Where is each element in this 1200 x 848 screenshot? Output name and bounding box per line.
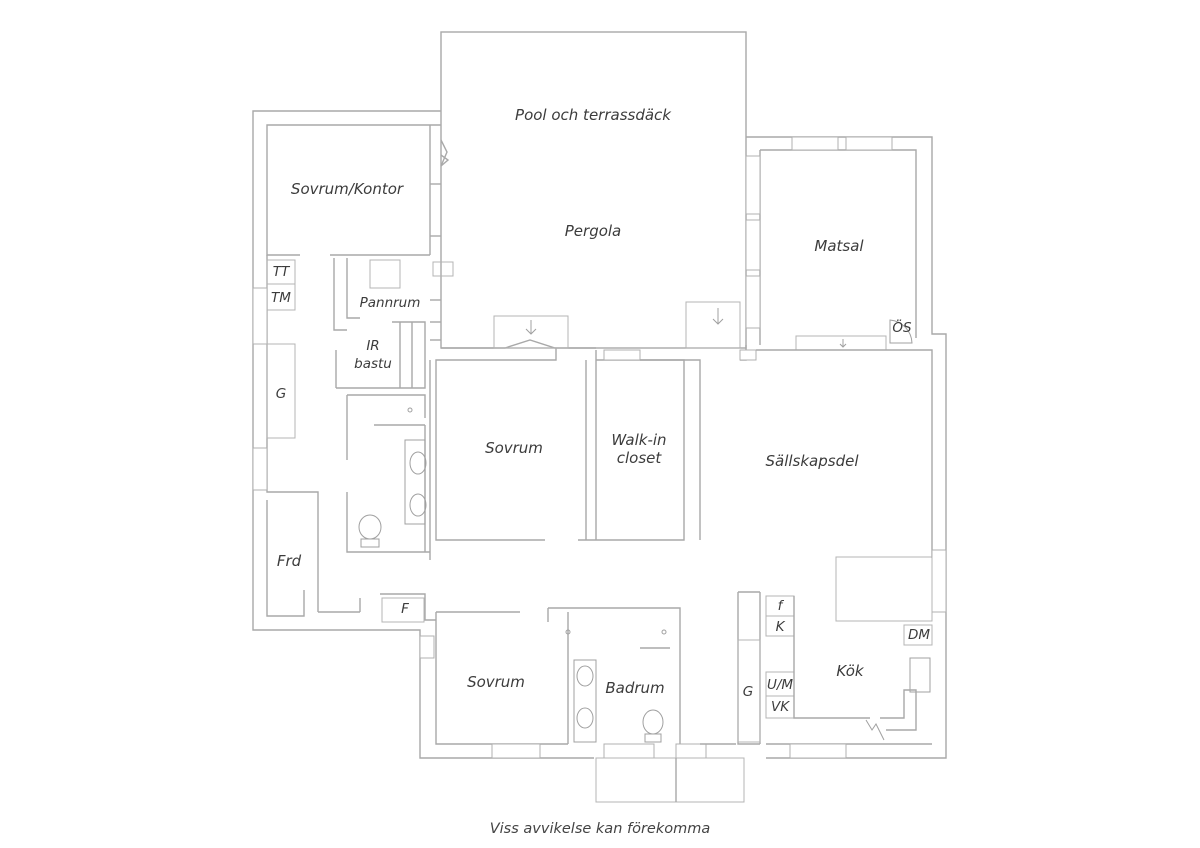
east-wing-walls <box>739 136 947 759</box>
fixture-label-um: U/M <box>766 677 794 693</box>
pool-deck-outline <box>440 31 747 349</box>
west-bathroom <box>346 394 430 553</box>
room-label-badrum: Badrum <box>605 679 665 697</box>
fixture-label-dm: DM <box>907 627 931 643</box>
bedroom-walkin-walls <box>429 301 741 560</box>
room-label-pergola: Pergola <box>564 222 622 240</box>
fixture-label-tm: TM <box>271 290 291 306</box>
fixture-label-g-kitchen: G <box>742 684 754 700</box>
fixture-label-os: ÖS <box>892 320 912 336</box>
room-label-pannrum: Pannrum <box>359 295 421 311</box>
fixture-label-g-west: G <box>275 386 287 402</box>
fixture-label-tt: TT <box>272 264 290 280</box>
kitchen <box>737 556 933 759</box>
room-label-walk-in-closet: Walk-in closet <box>611 431 667 467</box>
south-wing <box>359 593 745 803</box>
room-label-kok: Kök <box>836 662 864 680</box>
room-label-frd: Frd <box>276 552 302 570</box>
pannrum-walls <box>333 258 454 389</box>
room-label-pool: Pool och terrassdäck <box>515 106 671 124</box>
disclaimer-note: Viss avvikelse kan förekomma <box>489 821 711 837</box>
fixture-label-f: F <box>401 601 409 617</box>
west-windows <box>252 287 268 491</box>
room-label-sovrum-kontor: Sovrum/Kontor <box>290 180 404 198</box>
fixture-label-k: K <box>775 619 785 635</box>
room-label-sovrum-main: Sovrum <box>485 439 543 457</box>
fixture-label-f-small: f <box>777 598 783 614</box>
room-label-sallskapsdel: Sällskapsdel <box>765 452 859 470</box>
laundry-column <box>266 259 296 439</box>
room-label-ir-bastu: IR bastu <box>354 338 392 372</box>
room-label-matsal: Matsal <box>814 237 864 255</box>
room-label-sovrum-south: Sovrum <box>467 673 525 691</box>
fixture-label-vk: VK <box>770 699 790 715</box>
west-wing-walls <box>252 110 594 759</box>
